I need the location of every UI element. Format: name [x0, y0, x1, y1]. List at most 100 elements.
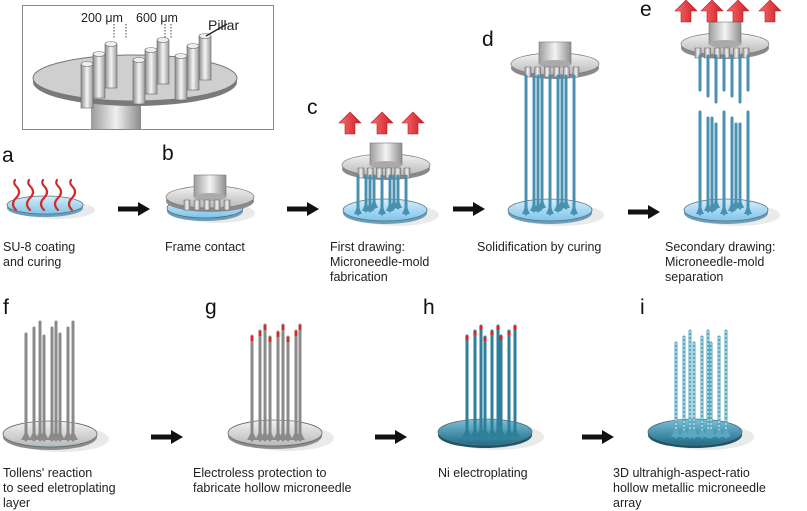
- panel-letter-d: d: [482, 28, 494, 51]
- flow-arrow-a-b-shaft: [118, 206, 140, 212]
- needle-foot: [510, 423, 520, 437]
- frame-hub-base: [709, 40, 741, 48]
- flow-arrow-g-h: [395, 430, 407, 444]
- substrate-disc: [2, 420, 98, 448]
- substrate-disc: [227, 419, 323, 447]
- pillar-stub: [213, 199, 221, 211]
- needle-foot: [712, 194, 720, 208]
- pull-arrow: [758, 0, 782, 23]
- needle-foot: [570, 200, 578, 214]
- flow-arrow-b-c: [307, 202, 319, 216]
- needle-foot: [558, 194, 566, 208]
- needle-foot: [732, 194, 740, 208]
- needle-foot: [39, 426, 49, 440]
- panel-letter-a: a: [2, 144, 14, 167]
- pillar-stub: [733, 47, 740, 59]
- pillar-top: [104, 41, 118, 47]
- needle-foot: [487, 423, 497, 437]
- pillar-frame-illustration: [32, 23, 238, 129]
- needle-foot: [496, 423, 506, 437]
- needle-foot: [689, 423, 699, 437]
- caption-d: Solidification by curing: [477, 240, 602, 254]
- needle-foot: [390, 194, 398, 208]
- needle-foot: [295, 426, 305, 440]
- needle-foot: [696, 200, 704, 214]
- needle-foot: [522, 200, 530, 214]
- su8-strand: [25, 178, 35, 212]
- panel-a-illustration: [6, 178, 95, 219]
- flow-arrow-d-e-shaft: [628, 209, 650, 215]
- flow-arrow-h-i: [602, 430, 614, 444]
- pillar-stub: [694, 47, 702, 59]
- su8-strand: [11, 178, 21, 212]
- pillar-stub: [193, 199, 201, 211]
- needle-foot: [534, 197, 542, 211]
- pillar-top: [92, 51, 106, 57]
- pillar-stub: [357, 167, 365, 179]
- panel-b-illustration: [165, 174, 255, 223]
- panel-letter-e: e: [640, 0, 652, 21]
- frame-hub-base: [370, 161, 402, 169]
- su8-strand: [67, 178, 77, 212]
- pillar-top: [156, 37, 170, 43]
- needle-foot: [21, 426, 31, 440]
- pillar-leader-line: [205, 23, 228, 37]
- needle-foot: [354, 200, 362, 214]
- needle-foot: [68, 426, 78, 440]
- su8-strand: [53, 178, 63, 212]
- flow-arrow-h-i-shaft: [582, 434, 604, 440]
- needle-foot: [538, 194, 546, 208]
- pillar-top: [132, 57, 146, 63]
- flow-arrow-a-b: [138, 202, 150, 216]
- pillar-top: [80, 61, 94, 67]
- flow-arrow-f-g-shaft: [151, 434, 173, 440]
- pillar-top: [144, 47, 158, 53]
- needle-foot: [283, 426, 293, 440]
- pull-arrow: [401, 111, 425, 135]
- pull-arrow: [674, 0, 698, 23]
- pillar-stub: [524, 66, 532, 78]
- pull-arrow: [700, 0, 724, 23]
- caption-e: Secondary drawing: Microneedle-mold sepa…: [665, 240, 776, 284]
- flow-arrow-c-d-shaft: [453, 206, 475, 212]
- needle-foot: [247, 426, 257, 440]
- panel-c-illustration: [338, 111, 439, 226]
- spacing-label-200: 200 μm: [81, 11, 123, 25]
- needle-foot: [504, 423, 514, 437]
- needle-foot: [55, 426, 65, 440]
- panel-letter-b: b: [162, 142, 174, 165]
- needle-foot: [378, 200, 386, 214]
- panel-h-illustration: [437, 324, 544, 450]
- panel-letter-c: c: [307, 96, 318, 119]
- pillar-stub: [183, 199, 191, 211]
- caption-h: Ni electroplating: [438, 466, 528, 480]
- pull-arrow: [370, 111, 394, 135]
- pillar-stub: [223, 199, 231, 211]
- panel-letter-i: i: [640, 296, 645, 319]
- panel-f-illustration: [2, 320, 109, 452]
- caption-f: Tollens' reaction to seed eletroplating …: [3, 466, 116, 510]
- spacing-label-600: 600 μm: [136, 11, 178, 25]
- flow-arrow-d-e: [648, 205, 660, 219]
- pull-arrow: [338, 111, 362, 135]
- needle-foot: [708, 197, 716, 211]
- caption-c: First drawing: Microneedle-mold fabricat…: [330, 240, 430, 284]
- panel-e-illustration: [674, 0, 782, 226]
- needle-foot: [671, 423, 681, 437]
- caption-i: 3D ultrahigh-aspect-ratio hollow metalli…: [613, 466, 766, 510]
- frame-hub-base: [194, 193, 226, 201]
- flow-arrow-f-g: [171, 430, 183, 444]
- su8-strand: [39, 178, 49, 212]
- pillar-label: Pillar: [208, 17, 240, 33]
- panel-letter-h: h: [423, 296, 435, 319]
- panel-i-illustration: [647, 329, 754, 450]
- pillar-stub: [376, 167, 383, 179]
- needle-foot: [480, 423, 490, 437]
- pillar-top: [174, 53, 188, 59]
- panel-letter-f: f: [3, 296, 9, 319]
- needle-foot: [546, 200, 554, 214]
- flow-arrow-c-d: [473, 202, 485, 216]
- panel-letter-g: g: [205, 296, 217, 319]
- needle-foot: [366, 197, 374, 211]
